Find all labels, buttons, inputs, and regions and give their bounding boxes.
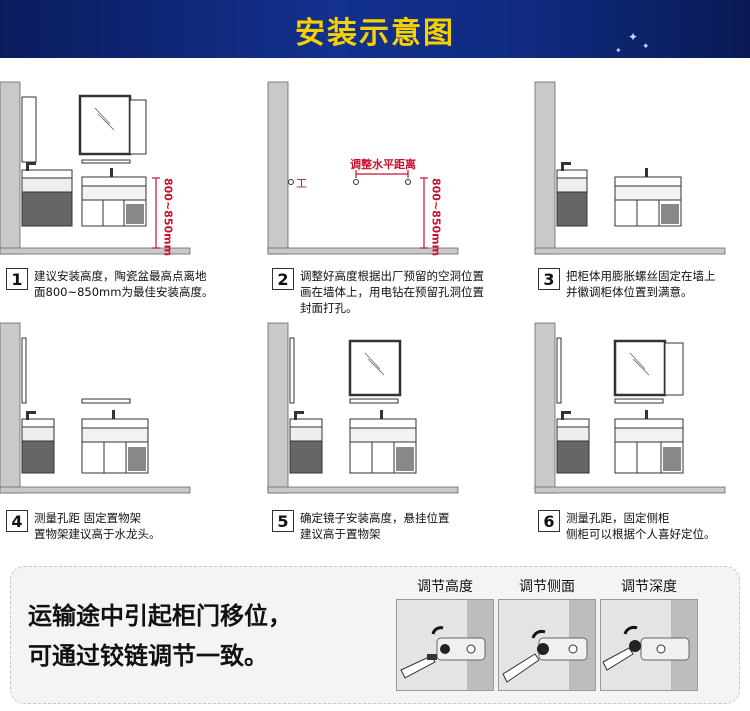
hinge-adjust-side: 调节侧面 — [498, 575, 596, 691]
diagram-step-2: 调整水平距离 工 800~850mm — [267, 81, 459, 262]
diagram-step-3 — [534, 81, 726, 262]
hinge-illustration — [600, 599, 698, 691]
diagram-3-illustration — [534, 81, 726, 255]
wall-marker-label: 工 — [296, 177, 307, 190]
step-number: 6 — [538, 510, 560, 532]
hinge-illustration — [498, 599, 596, 691]
hinge-illustration — [396, 599, 494, 691]
step-caption: 3 把柜体用膨胀螺丝固定在墙上 并徽调柜体位置到满意。 — [538, 268, 716, 300]
page-title: 安装示意图 — [295, 16, 455, 51]
header-banner: ✦ ✦ ✦ — [0, 0, 750, 58]
step-number: 3 — [538, 268, 560, 290]
diagram-6-illustration — [534, 322, 726, 494]
hinge-adjust-height: 调节高度 — [396, 575, 494, 691]
hinge-adjust-depth: 调节深度 — [600, 575, 698, 691]
diagram-1-illustration — [0, 81, 191, 255]
step-number: 1 — [6, 268, 28, 290]
diagram-step-4 — [0, 322, 191, 499]
diagram-step-6 — [534, 322, 726, 499]
measure-label: 800~850mm — [429, 178, 443, 257]
measure-label: 800~850mm — [161, 178, 175, 257]
diagram-step-1: 800~850mm — [0, 81, 191, 262]
hinge-label: 调节侧面 — [519, 579, 575, 595]
step-number: 2 — [272, 268, 294, 290]
step-caption: 1 建议安装高度，陶瓷盆最高点离地 面800~850mm为最佳安装高度。 — [6, 268, 213, 300]
diagram-4-illustration — [0, 322, 191, 494]
horizontal-measure-label: 调整水平距离 — [350, 158, 416, 171]
hinge-label: 调节深度 — [621, 579, 677, 595]
step-number: 5 — [272, 510, 294, 532]
step-caption: 6 测量孔距，固定侧柜 侧柜可以根据个人喜好定位。 — [538, 510, 716, 542]
star-icon: ✦ — [642, 42, 650, 52]
hinge-adjust-note: 运输途中引起柜门移位， 可通过铰链调节一致。 — [28, 602, 292, 670]
star-icon: ✦ — [615, 46, 622, 55]
step-caption: 4 测量孔距 固定置物架 置物架建议高于水龙头。 — [6, 510, 161, 542]
star-icon: ✦ — [628, 30, 639, 44]
step-number: 4 — [6, 510, 28, 532]
diagram-step-5 — [267, 322, 459, 499]
diagram-2-illustration — [267, 81, 459, 255]
step-caption: 5 确定镜子安装高度，悬挂位置 建议高于置物架 — [272, 510, 450, 542]
hinge-label: 调节高度 — [417, 579, 473, 595]
step-caption: 2 调整好高度根据出厂预留的空洞位置 画在墙体上，用电钻在预留孔洞位置 封面打孔… — [272, 268, 484, 316]
diagram-5-illustration — [267, 322, 459, 494]
